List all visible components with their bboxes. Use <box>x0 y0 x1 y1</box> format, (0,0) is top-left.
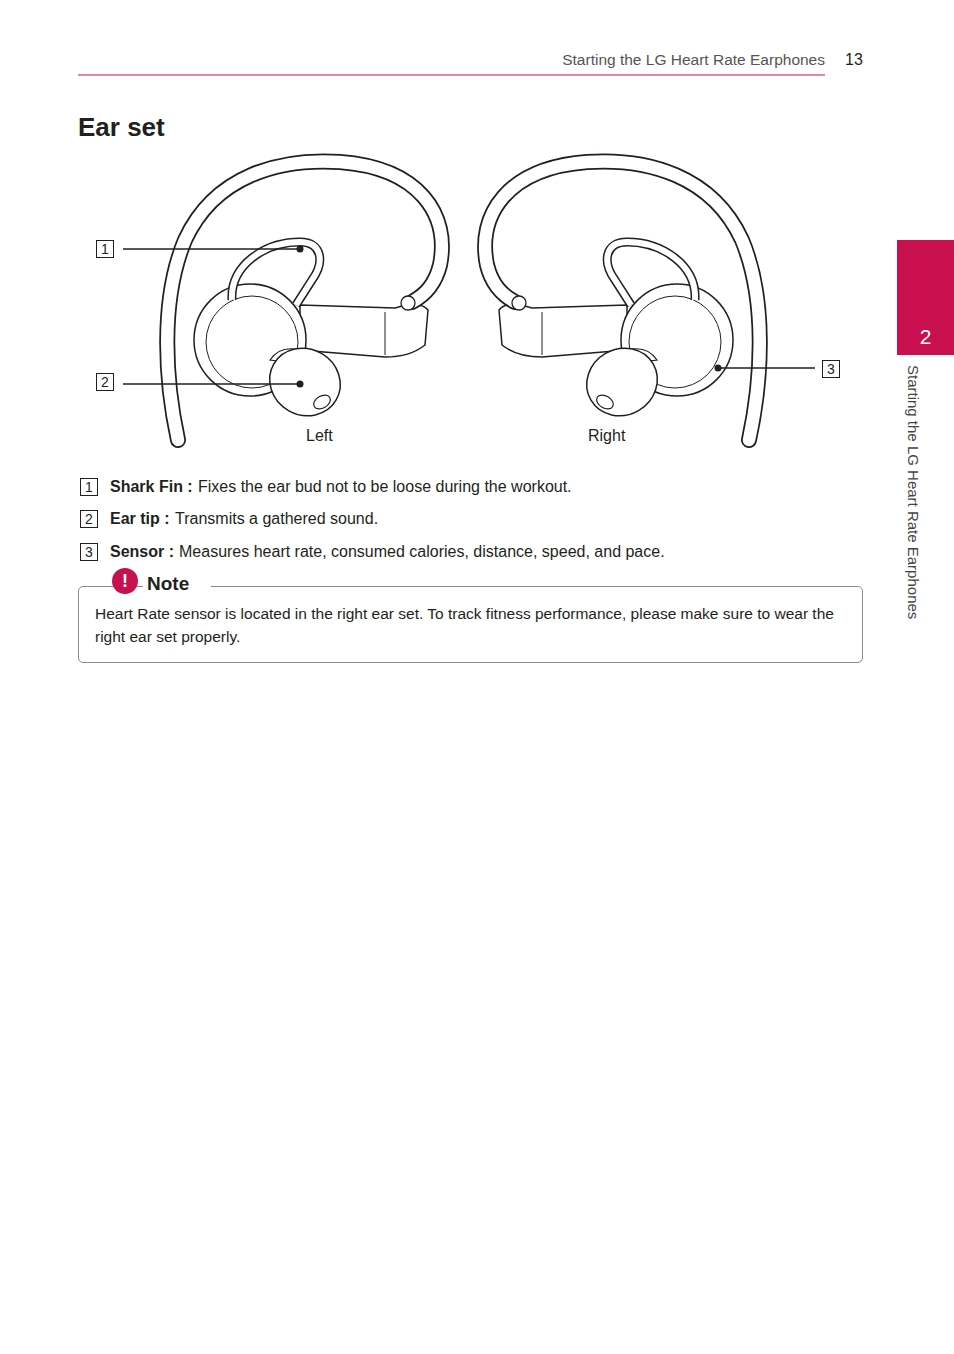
chapter-number: 2 <box>920 325 932 349</box>
item-text: Measures heart rate, consumed calories, … <box>179 542 665 562</box>
callout-number: 1 <box>101 242 109 256</box>
note-heading: Note <box>143 572 211 596</box>
callout-number-box: 2 <box>96 373 114 391</box>
item-term: Sensor : <box>110 542 174 562</box>
leader-dot <box>297 246 304 253</box>
leader-dot <box>715 365 722 372</box>
part-caption: Left <box>306 426 333 446</box>
leader-line <box>123 383 300 384</box>
callout-number-box: 3 <box>80 543 98 561</box>
callout-number: 1 <box>85 480 93 494</box>
note-icon: ! <box>112 568 138 594</box>
callout-number: 2 <box>101 375 109 389</box>
left-earphone <box>167 161 442 440</box>
part-caption: Right <box>588 426 625 446</box>
note-box: NoteHeart Rate sensor is located in the … <box>78 586 863 663</box>
right-earphone <box>485 161 760 440</box>
page-number: 13 <box>845 50 863 70</box>
leader-line <box>717 367 815 368</box>
callout-number: 3 <box>85 545 93 559</box>
leader-line <box>123 248 300 249</box>
item-text: Fixes the ear bud not to be loose during… <box>198 477 572 497</box>
item-text: Transmits a gathered sound. <box>175 509 378 529</box>
running-header: Starting the LG Heart Rate Earphones <box>562 50 825 70</box>
page-title: Ear set <box>78 111 165 143</box>
leader-dot <box>297 381 304 388</box>
item-term: Ear tip : <box>110 509 170 529</box>
chapter-tab: 2 <box>897 240 954 355</box>
callout-number: 2 <box>85 512 93 526</box>
item-term: Shark Fin : <box>110 477 193 497</box>
callout-number-box: 2 <box>80 510 98 528</box>
chapter-tab <box>897 240 954 355</box>
callout-number: 3 <box>827 362 835 376</box>
callout-number-box: 1 <box>80 478 98 496</box>
callout-number-box: 1 <box>96 240 114 258</box>
note-body: Heart Rate sensor is located in the righ… <box>95 602 846 648</box>
callout-number-box: 3 <box>822 360 840 378</box>
side-running-header: Starting the LG Heart Rate Earphones <box>904 365 922 619</box>
header-rule <box>78 75 825 76</box>
